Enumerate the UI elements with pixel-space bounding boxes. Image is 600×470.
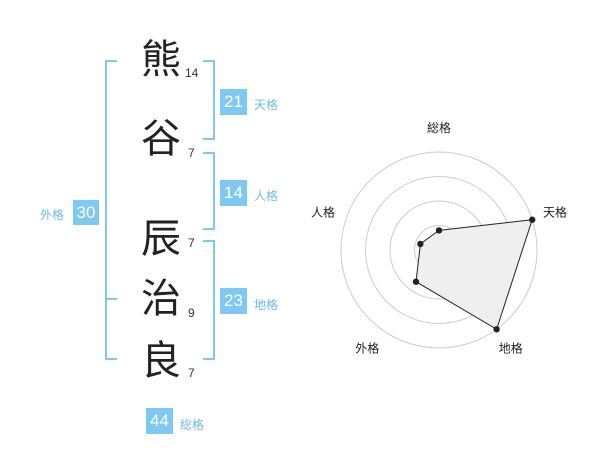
gaikaku-bracket-top — [105, 60, 117, 62]
tenkaku-label: 天格 — [254, 98, 279, 112]
radar-axis-label: 外格 — [355, 341, 379, 356]
radar-data-points — [412, 216, 536, 333]
name-char-2: 谷 — [141, 116, 181, 162]
gaikaku-value-box: 30 — [73, 200, 99, 225]
radar-data-point — [435, 227, 443, 234]
tenkaku-bracket-bottom — [203, 138, 215, 140]
stroke-count-4: 9 — [188, 306, 195, 320]
radar-data-point — [493, 326, 500, 333]
chikaku-value-box: 23 — [220, 288, 247, 314]
radar-axis-label: 総格 — [427, 120, 451, 135]
radar-data-point — [529, 216, 536, 223]
jinkaku-label: 人格 — [254, 189, 279, 203]
soukaku-label: 総格 — [180, 418, 205, 432]
tenkaku-bracket-top — [203, 60, 215, 62]
stroke-count-5: 7 — [188, 366, 195, 380]
radar-data-point — [417, 240, 424, 248]
radar-ring-4 — [340, 151, 538, 349]
stroke-count-1: 14 — [185, 66, 199, 80]
gaikaku-bracket-mid — [105, 298, 117, 300]
jinkaku-bracket-bottom — [203, 228, 215, 230]
radar-axis-label: 人格 — [311, 204, 335, 219]
radar-data-point — [412, 278, 420, 285]
chikaku-bracket-top — [203, 240, 215, 242]
name-char-4: 治 — [141, 276, 181, 322]
gaikaku-label: 外格 — [40, 208, 65, 222]
radar-data-polygon — [415, 219, 533, 331]
radar-axis-label: 天格 — [543, 204, 567, 219]
stroke-count-2: 7 — [188, 146, 195, 160]
gaikaku-bracket-vertical — [105, 60, 107, 360]
jinkaku-bracket-vertical — [213, 152, 215, 230]
soukaku-value-box: 44 — [146, 408, 173, 434]
name-char-3: 辰 — [141, 216, 181, 262]
jinkaku-value-box: 14 — [220, 180, 247, 206]
chikaku-bracket-vertical — [213, 240, 215, 360]
gaikaku-bracket-bottom — [105, 358, 117, 360]
chikaku-label: 地格 — [254, 298, 279, 312]
tenkaku-value-box: 21 — [220, 89, 247, 115]
radar-axis-label: 地格 — [499, 341, 523, 356]
chikaku-bracket-bottom — [203, 358, 215, 360]
name-char-5: 良 — [141, 338, 181, 384]
tenkaku-bracket-vertical — [213, 60, 215, 140]
stroke-count-3: 7 — [188, 236, 195, 250]
jinkaku-bracket-top — [203, 152, 215, 154]
name-char-1: 熊 — [141, 37, 181, 83]
